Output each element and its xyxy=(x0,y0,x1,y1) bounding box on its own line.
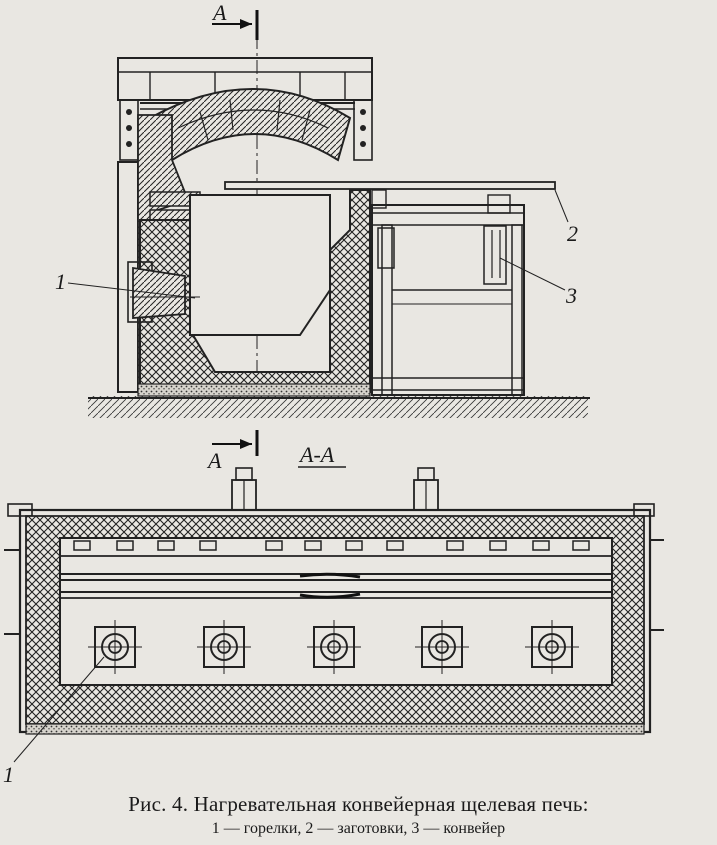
leader-1 xyxy=(67,282,196,299)
furnace-cross-section: 1 2 3 А xyxy=(55,0,590,418)
leader-1-lower xyxy=(13,656,105,763)
figure-caption-title: Рис. 4. Нагревательная конвейерная щелев… xyxy=(128,792,589,816)
ground xyxy=(88,396,588,418)
section-mark-bottom: А xyxy=(206,448,222,473)
leader-3 xyxy=(499,257,566,291)
burner xyxy=(127,261,200,323)
furnace-drawing: 1 2 3 А А А-А xyxy=(3,0,664,787)
roller-row xyxy=(73,540,590,551)
section-title: А-А xyxy=(298,442,335,467)
section-mark-top: А xyxy=(211,0,227,25)
furnace-section-a-a: А А-А xyxy=(3,430,664,787)
label-conveyor: 3 xyxy=(565,283,577,308)
mount-posts xyxy=(231,467,439,511)
label-burner: 1 xyxy=(55,269,66,294)
burner-row xyxy=(88,620,579,674)
billets xyxy=(224,181,556,190)
billet-bands xyxy=(60,555,612,599)
arch-vault xyxy=(148,88,352,162)
label-billets: 2 xyxy=(567,221,578,246)
label-burner-lower: 1 xyxy=(3,762,14,787)
leader-2 xyxy=(554,189,569,223)
conveyor xyxy=(371,189,525,396)
figure-caption-legend: 1 — горелки, 2 — заготовки, 3 — конвейер xyxy=(211,820,506,837)
